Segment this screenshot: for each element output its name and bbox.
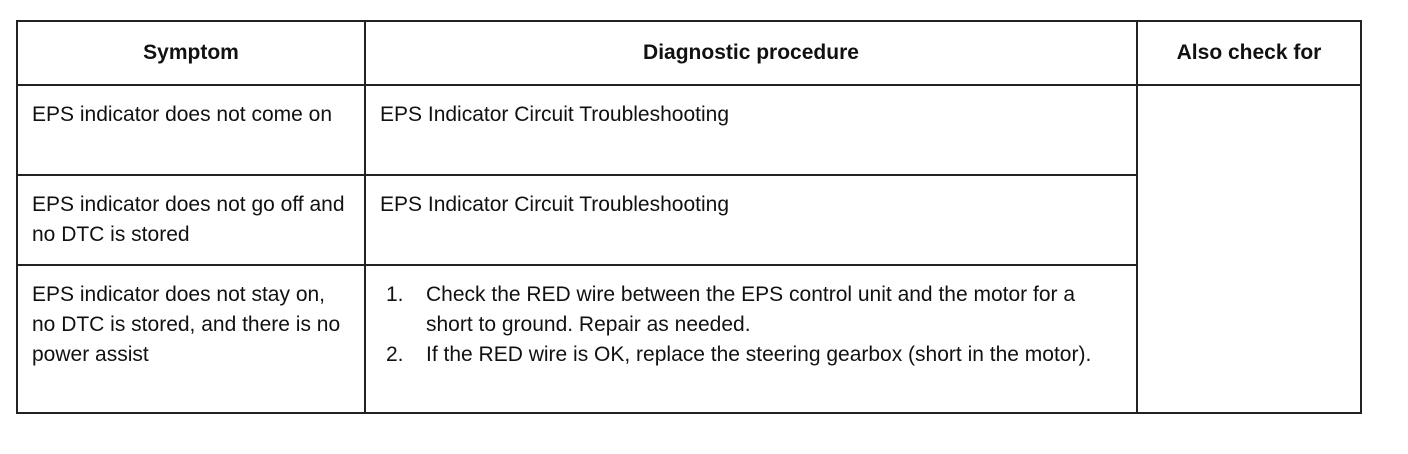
procedure-steps-list: 1. Check the RED wire between the EPS co… <box>380 280 1124 370</box>
symptom-cell: EPS indicator does not come on <box>16 84 366 176</box>
header-also-check-for: Also check for <box>1136 20 1362 86</box>
procedure-cell: EPS Indicator Circuit Troubleshooting <box>364 174 1138 266</box>
symptom-cell: EPS indicator does not go off and no DTC… <box>16 174 366 266</box>
table-row: EPS indicator does not come on EPS Indic… <box>16 84 1362 414</box>
table-row: EPS indicator does not stay on, no DTC i… <box>16 264 1361 414</box>
table-row: EPS indicator does not go off and no DTC… <box>16 174 1361 266</box>
troubleshooting-table: Symptom Diagnostic procedure Also check … <box>16 20 1362 414</box>
step-text: Check the RED wire between the EPS contr… <box>426 283 1076 336</box>
symptom-cell: EPS indicator does not stay on, no DTC i… <box>16 264 366 414</box>
step-number: 2. <box>386 343 404 366</box>
header-diagnostic-procedure: Diagnostic procedure <box>364 20 1138 86</box>
procedure-cell: 1. Check the RED wire between the EPS co… <box>364 264 1138 414</box>
troubleshooting-table-container: Symptom Diagnostic procedure Also check … <box>16 20 1362 414</box>
also-check-for-cell <box>1136 84 1362 414</box>
procedure-cell: EPS Indicator Circuit Troubleshooting <box>364 84 1138 176</box>
procedure-step: 1. Check the RED wire between the EPS co… <box>380 280 1124 340</box>
step-number: 1. <box>386 283 404 306</box>
step-text: If the RED wire is OK, replace the steer… <box>426 343 1092 366</box>
procedure-step: 2. If the RED wire is OK, replace the st… <box>380 340 1124 370</box>
table-header-row: Symptom Diagnostic procedure Also check … <box>16 20 1362 86</box>
header-symptom: Symptom <box>16 20 366 86</box>
